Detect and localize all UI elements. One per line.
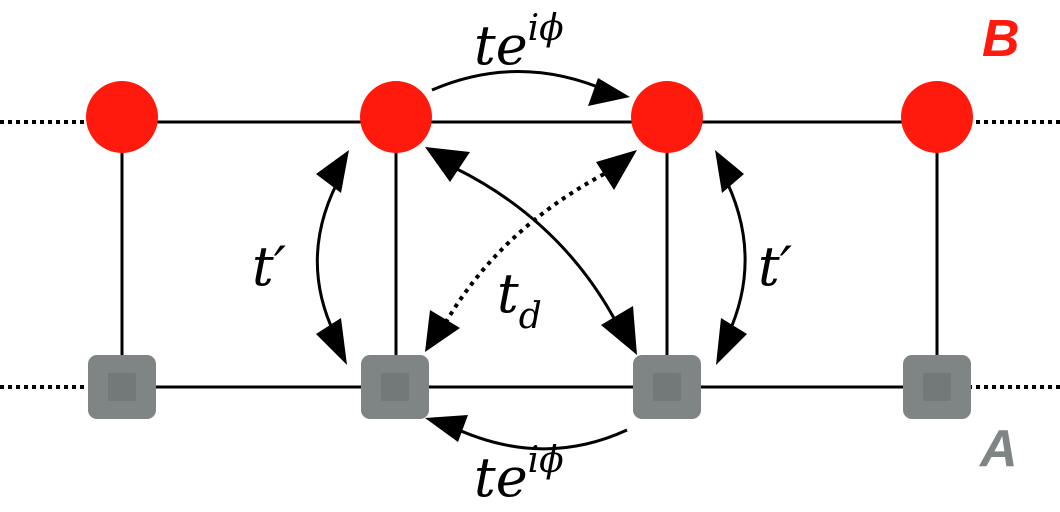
diagonal-hopping-subscript: d	[519, 296, 542, 337]
left-vertical-arrowhead-bottom	[316, 318, 347, 365]
sublattice-a-label: A	[978, 420, 1018, 478]
diagonal-dotted-arrowhead-top	[596, 150, 637, 190]
b-site-4	[901, 81, 973, 153]
left-vertical-arrowhead-top	[316, 150, 349, 193]
left-vertical-hopping-label: t′	[252, 235, 286, 298]
bottom-hopping-exponent: iϕ	[528, 440, 564, 481]
right-vertical-hopping-arc	[720, 171, 747, 336]
diagonal-dotted-hopping-arc	[444, 172, 605, 324]
a-site-1	[88, 355, 156, 419]
top-hopping-arc	[431, 70, 611, 94]
top-hopping-label: teiϕ	[474, 8, 564, 77]
bottom-hopping-base: te	[474, 446, 528, 509]
b-site-2	[360, 81, 432, 153]
diagonal-solid-hopping-arc	[454, 166, 617, 321]
a-site-4	[903, 355, 971, 419]
right-vertical-hopping-label: t′	[758, 235, 792, 298]
bottom-hopping-label: teiϕ	[474, 440, 564, 509]
b-site-1	[86, 81, 158, 153]
right-vertical-arrowhead-bottom	[716, 318, 747, 365]
diagonal-dotted-arrowhead-bottom	[425, 310, 460, 352]
diagonal-hopping-base: t	[497, 262, 519, 325]
a-site-3	[633, 355, 701, 419]
top-hopping-arrowhead	[588, 78, 630, 106]
diagonal-solid-arrowhead-bottom	[601, 306, 637, 355]
bottom-hopping-arc	[447, 423, 628, 451]
b-site-3	[631, 81, 703, 153]
left-vertical-hopping-arc	[315, 171, 345, 336]
diagonal-solid-arrowhead-top	[425, 147, 470, 182]
sublattice-b-label: B	[982, 10, 1020, 68]
top-hopping-exponent: iϕ	[528, 8, 564, 49]
diagonal-hopping-label: td	[497, 262, 542, 337]
a-site-2	[361, 355, 429, 419]
top-hopping-base: te	[474, 14, 528, 77]
right-vertical-arrowhead-top	[715, 150, 744, 193]
bottom-hopping-arrowhead	[425, 415, 468, 442]
